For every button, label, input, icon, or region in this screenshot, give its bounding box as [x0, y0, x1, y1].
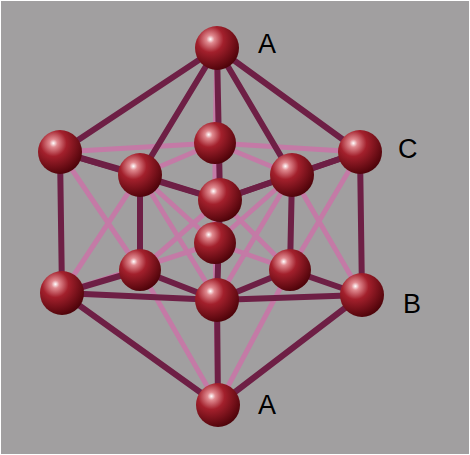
layer-label: A: [258, 31, 276, 58]
atoms: [38, 26, 384, 427]
bond-sticks: [60, 48, 362, 405]
cube-outline: [60, 48, 362, 405]
layer-label: A: [258, 392, 276, 419]
layer-label: C: [398, 136, 418, 163]
bond-sticks-front: [60, 48, 362, 405]
layer-label: B: [403, 291, 421, 318]
